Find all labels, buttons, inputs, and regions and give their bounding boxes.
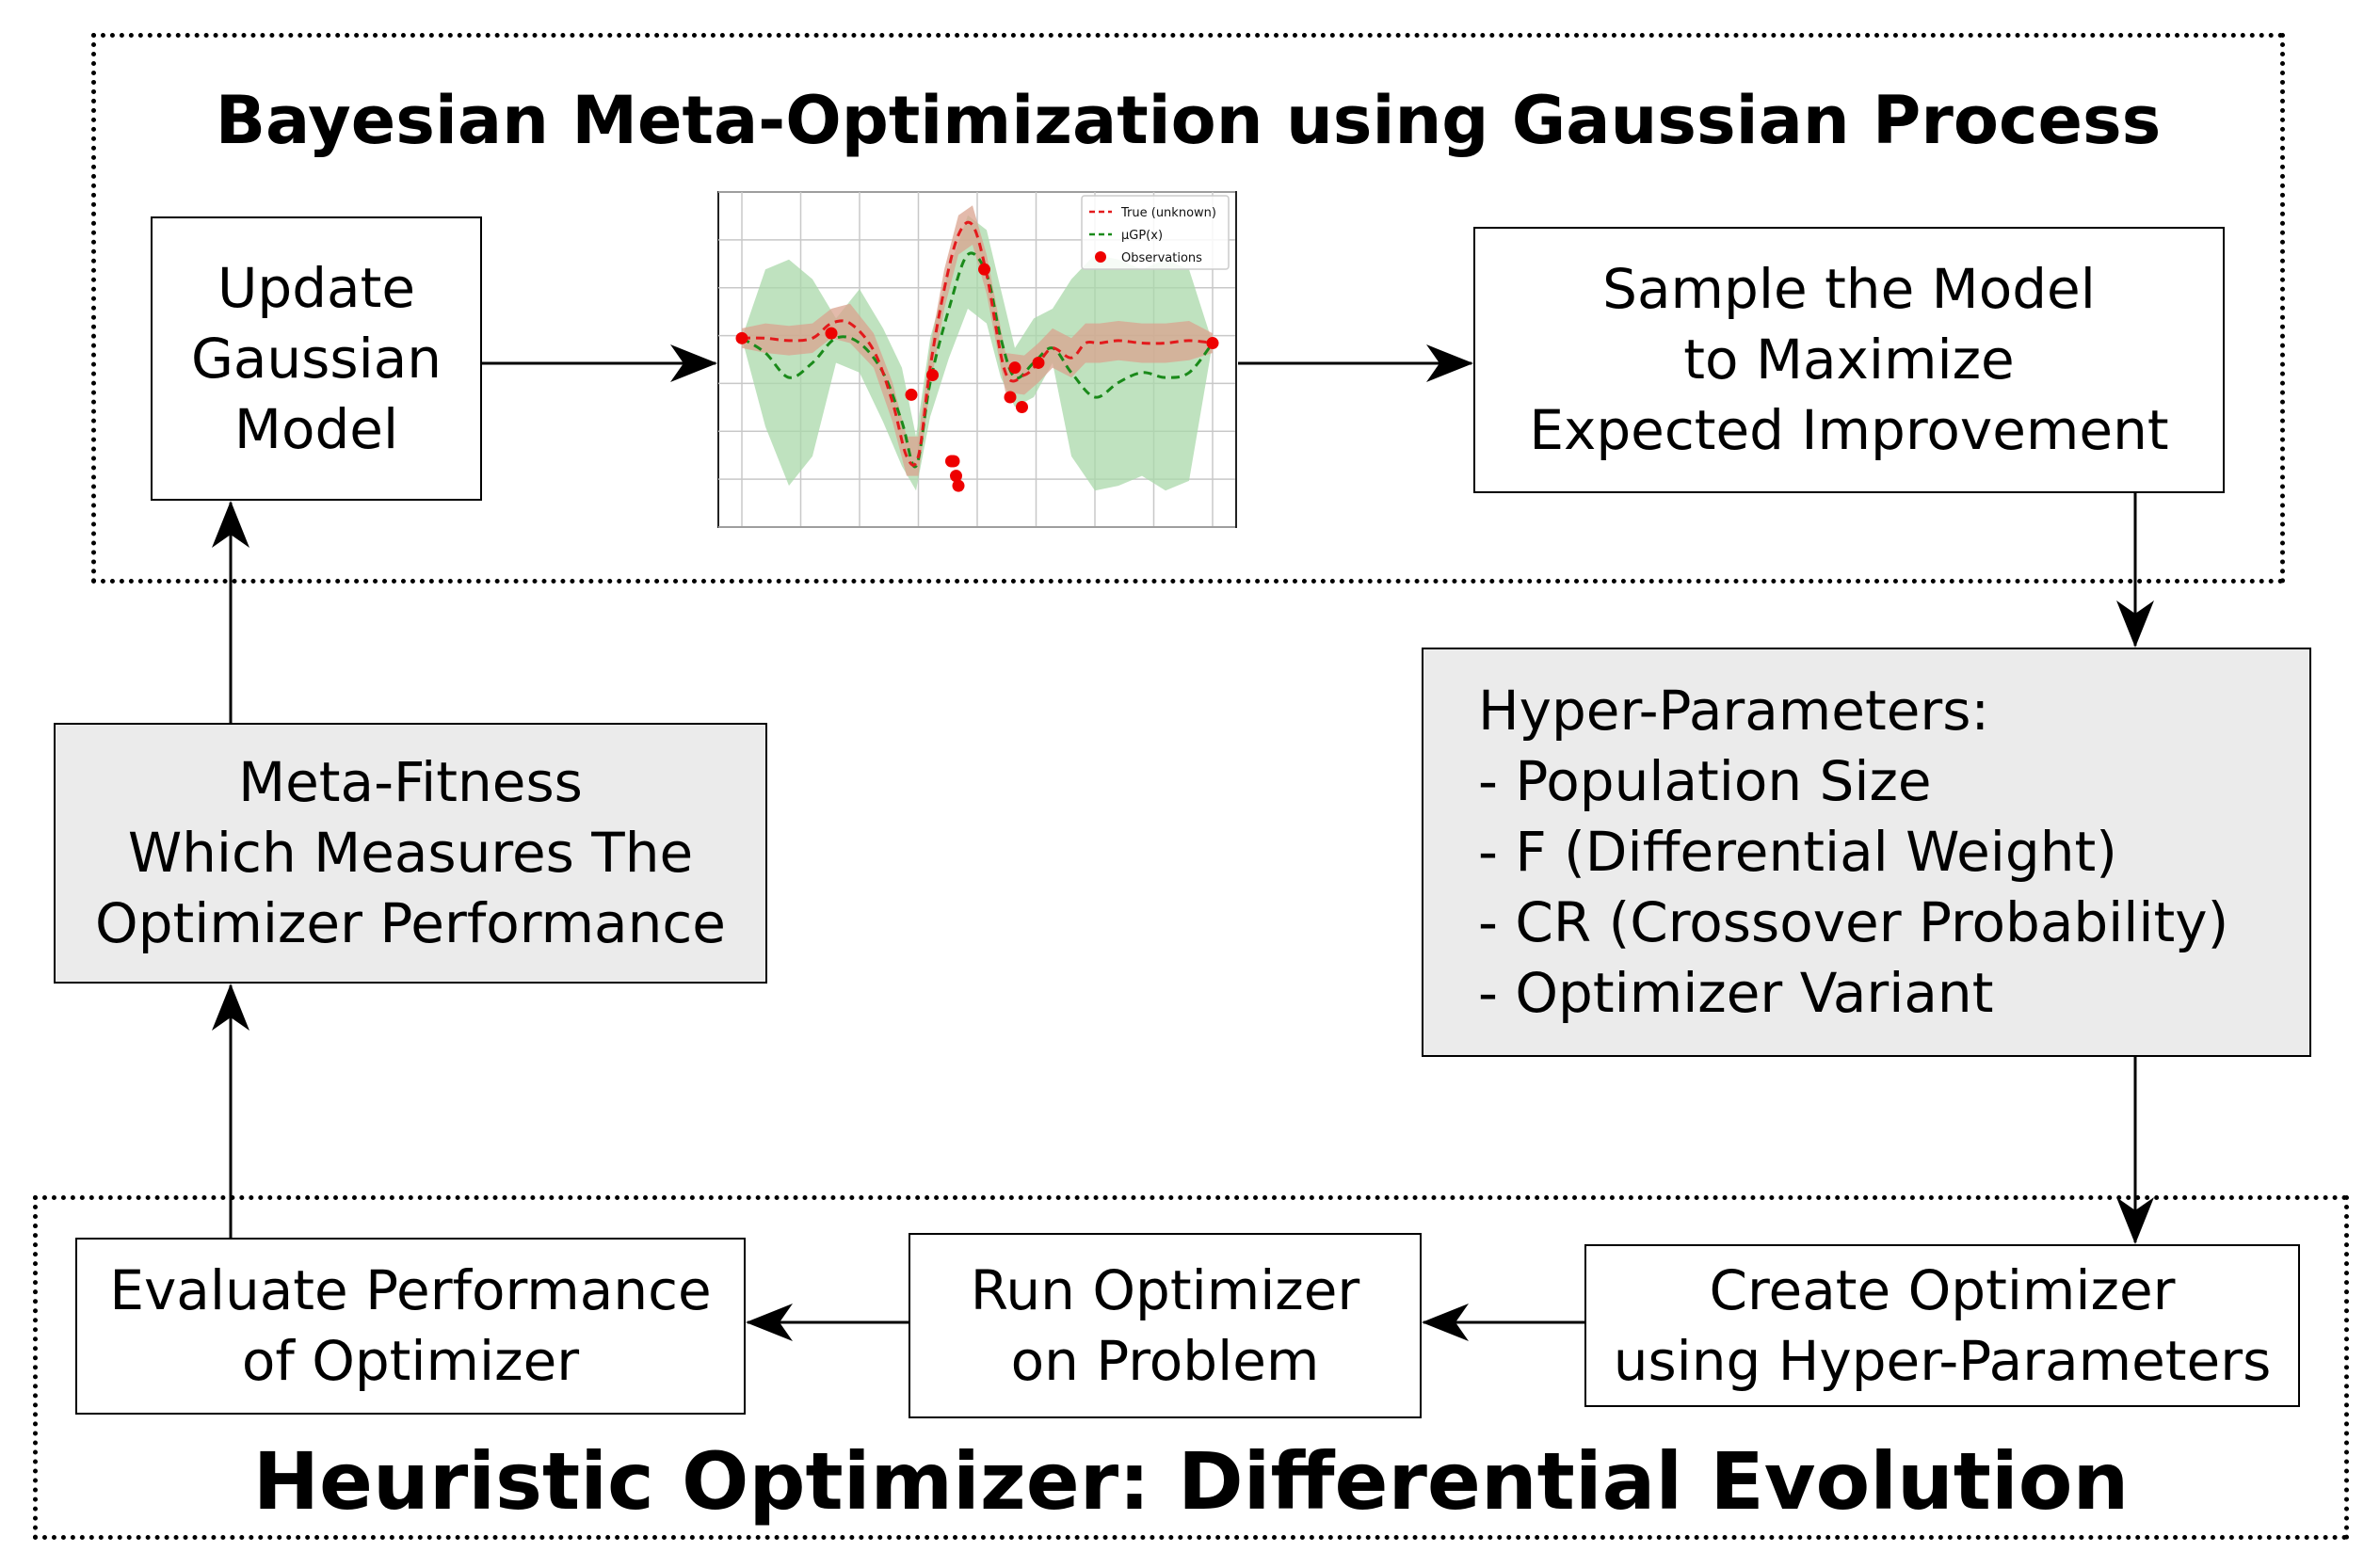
sample-model-line: Sample the Model — [1602, 257, 2096, 321]
legend-label: μGP(x) — [1121, 229, 1163, 243]
evaluate-performance-box: Evaluate Performance of Optimizer — [75, 1238, 746, 1415]
meta-fitness-line: Which Measures The — [127, 821, 694, 885]
observation-point — [825, 327, 838, 340]
observation-point — [947, 455, 960, 468]
update-gaussian-model-box: Update Gaussian Model — [151, 216, 482, 501]
observation-point — [1008, 361, 1021, 375]
bottom-group-differential-evolution: Heuristic Optimizer: Differential Evolut… — [33, 1195, 2349, 1540]
bottom-group-title: Heuristic Optimizer: Differential Evolut… — [252, 1435, 2130, 1528]
evaluate-performance-line: Evaluate Performance — [109, 1258, 712, 1322]
legend-label: True (unknown) — [1120, 206, 1216, 220]
top-group-title: Bayesian Meta-Optimization using Gaussia… — [215, 82, 2162, 159]
meta-fitness-box: Meta-Fitness Which Measures The Optimize… — [54, 723, 767, 984]
legend-box — [1081, 195, 1230, 270]
observation-point — [1016, 400, 1028, 413]
observation-point — [950, 470, 962, 483]
legend-label: Observations — [1121, 251, 1202, 265]
legend-swatch — [1095, 251, 1106, 263]
create-optimizer-box: Create Optimizer using Hyper-Parameters — [1584, 1244, 2300, 1407]
hyper-parameters-line: - CR (Crossover Probability) — [1478, 890, 2229, 954]
hyper-parameters-box: Hyper-Parameters: - Population Size - F … — [1422, 648, 2311, 1057]
run-optimizer-box: Run Optimizer on Problem — [909, 1233, 1422, 1418]
evaluate-performance-line: of Optimizer — [241, 1329, 580, 1393]
sample-model-line: Expected Improvement — [1529, 398, 2169, 462]
hyper-parameters-line: - F (Differential Weight) — [1478, 820, 2117, 884]
gaussian-process-chart: True (unknown) μGP(x) Observations — [717, 191, 1237, 534]
top-group-bayesian: Bayesian Meta-Optimization using Gaussia… — [91, 33, 2285, 584]
meta-fitness-line: Optimizer Performance — [95, 891, 726, 955]
run-optimizer-line: Run Optimizer — [970, 1257, 1360, 1322]
sample-model-line: to Maximize — [1683, 328, 2015, 392]
observation-point — [926, 369, 939, 382]
hyper-parameters-line: - Population Size — [1478, 749, 1932, 813]
observation-point — [1032, 356, 1045, 369]
gp-confidence-band — [742, 215, 1213, 491]
observation-point — [1004, 391, 1017, 404]
sample-model-box: Sample the Model to Maximize Expected Im… — [1473, 227, 2225, 493]
create-optimizer-line: Create Optimizer — [1709, 1257, 2176, 1322]
update-model-line: Update — [217, 255, 416, 320]
hyper-parameters-line: Hyper-Parameters: — [1478, 679, 1990, 743]
observation-point — [905, 388, 918, 401]
hyper-parameters-line: - Optimizer Variant — [1478, 961, 1994, 1025]
gp-mean-line — [741, 251, 1214, 469]
observation-point — [735, 331, 748, 344]
observation-point — [978, 263, 990, 276]
observation-point — [952, 479, 965, 492]
true-function-line — [741, 220, 1214, 467]
meta-fitness-line: Meta-Fitness — [238, 750, 583, 814]
observation-point — [1206, 337, 1219, 350]
update-model-line: Gaussian — [190, 326, 442, 391]
run-optimizer-line: on Problem — [1010, 1328, 1320, 1393]
create-optimizer-line: using Hyper-Parameters — [1613, 1328, 2272, 1393]
update-model-line: Model — [233, 396, 399, 461]
gaussian-process-plot-svg: True (unknown) μGP(x) Observations — [717, 191, 1237, 534]
